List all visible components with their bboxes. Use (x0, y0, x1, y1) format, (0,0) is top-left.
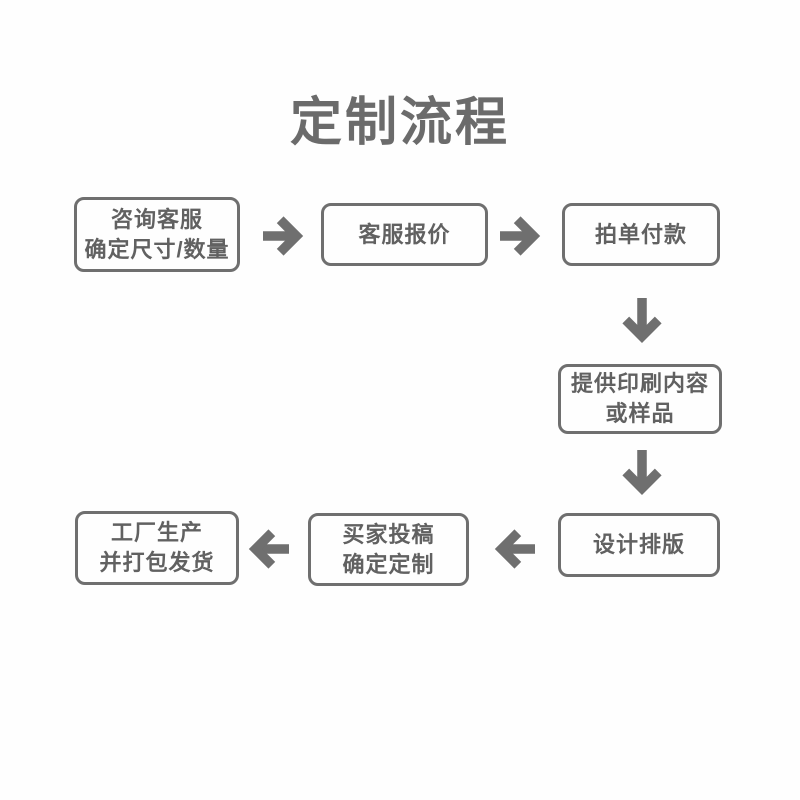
flow-step-label: 拍单付款 (594, 221, 687, 247)
flow-step-place-order-pay: 拍单付款 (562, 203, 720, 266)
flow-step-provide-print-content: 提供印刷内容 或样品 (558, 364, 722, 434)
arrow-down-icon (621, 295, 663, 345)
arrow-left-icon (491, 528, 537, 570)
flow-step-design-layout: 设计排版 (558, 513, 720, 577)
flow-step-label: 买家投稿 确定定制 (342, 521, 435, 577)
arrow-down-icon (621, 447, 663, 497)
flow-step-factory-produce-ship: 工厂生产 并打包发货 (75, 511, 239, 585)
flow-step-label: 提供印刷内容 或样品 (570, 371, 709, 426)
flow-step-label: 设计排版 (592, 532, 685, 558)
arrow-left-icon (245, 528, 291, 570)
flow-step-label: 客服报价 (358, 221, 451, 247)
flow-step-buyer-submit-confirm: 买家投稿 确定定制 (308, 513, 469, 586)
page-title: 定制流程 (289, 94, 510, 152)
flow-step-label: 咨询客服 确定尺寸/数量 (84, 206, 230, 262)
arrow-right-icon (261, 215, 307, 257)
arrow-right-icon (498, 215, 544, 257)
flow-step-label: 工厂生产 并打包发货 (99, 520, 215, 575)
flow-step-service-quote: 客服报价 (321, 203, 488, 266)
flow-step-consult-service: 咨询客服 确定尺寸/数量 (74, 197, 240, 272)
